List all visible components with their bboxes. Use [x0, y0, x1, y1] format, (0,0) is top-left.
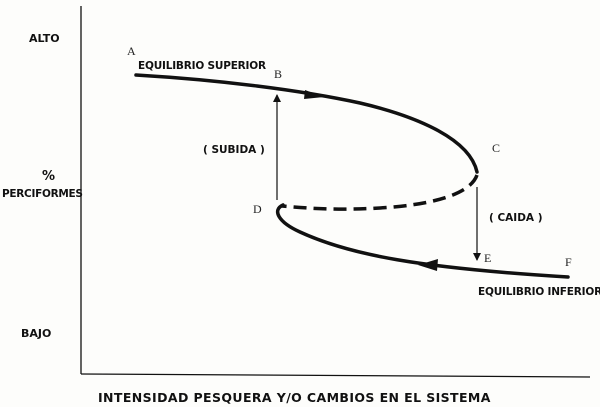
y-axis-low-label: BAJO	[21, 327, 51, 340]
x-axis	[80, 373, 591, 378]
caida-label: ( CAIDA )	[489, 212, 543, 224]
point-f-label: F	[565, 255, 572, 269]
y-axis-title: PERCIFORMES	[2, 188, 83, 200]
point-b-label: B	[274, 67, 282, 81]
x-axis-title: INTENSIDAD PESQUERA Y/O CAMBIOS EN EL SI…	[98, 390, 491, 405]
lower-curve-arrow-icon	[418, 259, 438, 271]
subida-label: ( SUBIDA )	[203, 144, 265, 156]
lower-equilibrium-curve	[275, 203, 570, 279]
y-axis-percent-symbol: %	[42, 169, 55, 184]
y-axis-high-label: ALTO	[29, 32, 60, 45]
upper-curve-arrow-icon	[304, 90, 324, 99]
upper-equilibrium-curve	[134, 73, 479, 174]
unstable-dashed-curve	[281, 174, 479, 211]
point-e-label: E	[484, 251, 491, 265]
point-d-label: D	[253, 202, 262, 216]
point-c-label: C	[492, 141, 500, 155]
lower-equilibrium-label: EQUILIBRIO INFERIOR	[478, 286, 600, 298]
point-a-label: A	[127, 44, 136, 58]
upper-equilibrium-label: EQUILIBRIO SUPERIOR	[138, 60, 266, 72]
